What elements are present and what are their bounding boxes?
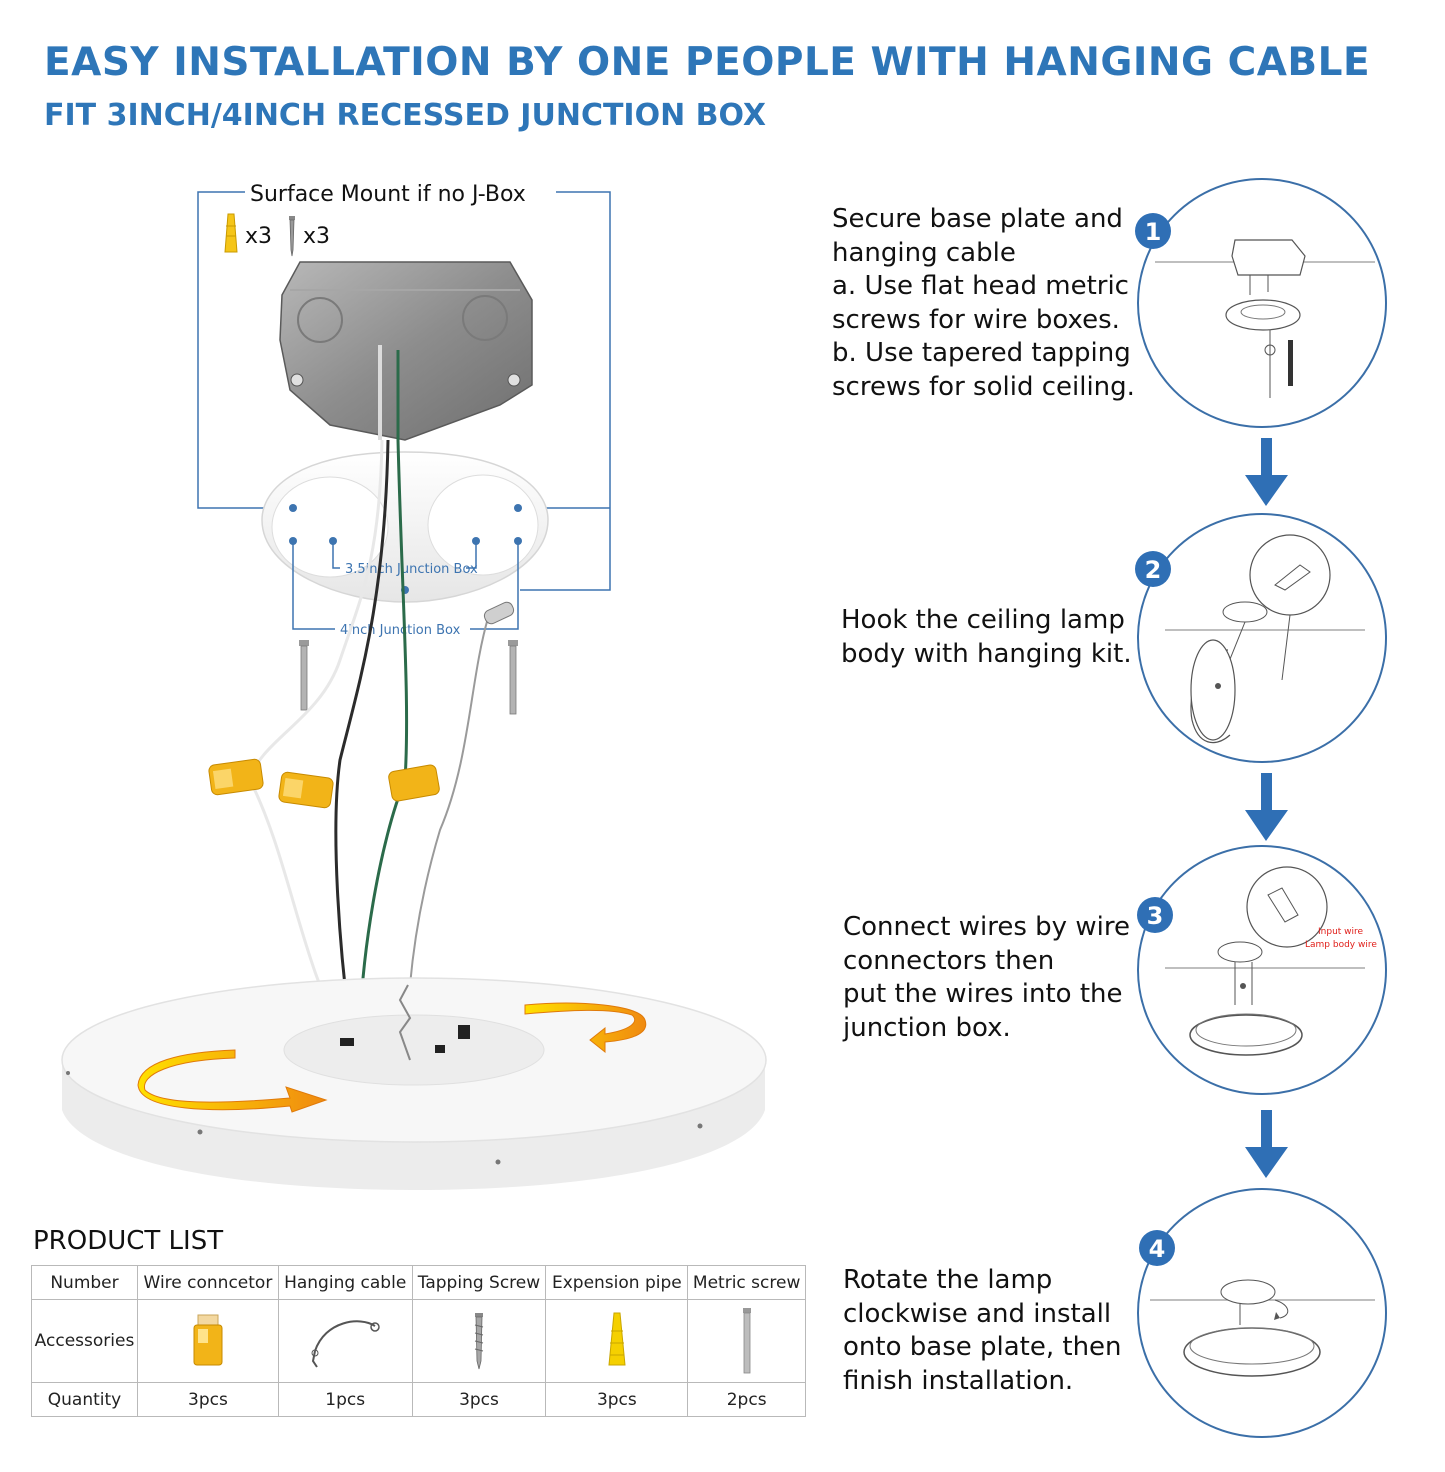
screw-count: x3 <box>303 224 330 249</box>
exploded-view: Surface Mount if no J-Box x3 x3 <box>61 182 767 1190</box>
base-plate <box>261 451 549 603</box>
item-quantity: 1pcs <box>277 1382 413 1417</box>
step-4-text: Rotate the lamp clockwise and install on… <box>843 1265 1122 1396</box>
step-1-text: Secure base plate and hanging cable a. U… <box>832 204 1135 402</box>
step-2-illustration <box>1137 513 1387 763</box>
step-2-badge: 2 <box>1135 551 1171 587</box>
hanging-cable <box>409 617 489 986</box>
item-quantity: 3pcs <box>137 1382 279 1417</box>
svg-text:4: 4 <box>1149 1235 1166 1263</box>
callout-lamp-wire: Lamp body wire <box>1305 940 1377 950</box>
surface-mount-label: Surface Mount if no J-Box <box>250 182 526 207</box>
item-name: Hanging cable <box>277 1265 413 1300</box>
metric-screw-left <box>299 640 309 711</box>
step-3-text: Connect wires by wire connectors then pu… <box>843 912 1130 1043</box>
anchor-count: x3 <box>245 224 272 249</box>
rotation-arrow-left <box>137 1049 328 1113</box>
page-subtitle: FIT 3INCH/4INCH RECESSED JUNCTION BOX <box>44 98 767 133</box>
step-4-badge: 4 <box>1139 1230 1175 1266</box>
step-1-illustration <box>1137 178 1387 428</box>
down-arrow-icon <box>1245 773 1288 841</box>
table-row: Quantity 3pcs 1pcs 3pcs 3pcs 2pcs <box>31 1382 806 1417</box>
hanging-cable-icon <box>277 1299 413 1383</box>
anchor-icon <box>224 213 238 253</box>
product-list-title: PRODUCT LIST <box>33 1226 224 1256</box>
metric-screw-right <box>508 640 518 715</box>
item-name: Expension pipe <box>545 1265 689 1300</box>
screw-icon <box>289 216 295 257</box>
item-name: Tapping Screw <box>411 1265 547 1300</box>
junction-35-label: 3.5inch Junction Box <box>345 562 478 577</box>
black-wire <box>334 439 390 1041</box>
white-wire <box>248 439 384 781</box>
row-label-quantity: Quantity <box>31 1382 138 1417</box>
svg-text:1: 1 <box>1145 218 1162 246</box>
row-label-number: Number <box>31 1265 138 1300</box>
surface-mount-bracket <box>197 191 268 509</box>
metric-screw-icon <box>687 1299 806 1383</box>
product-list-table: Number Wire conncetor Hanging cable Tapp… <box>31 1265 806 1417</box>
svg-text:3: 3 <box>1147 902 1164 930</box>
down-arrow-icon <box>1245 438 1288 506</box>
item-quantity: 2pcs <box>687 1382 806 1417</box>
down-arrow-icon <box>1245 1110 1288 1178</box>
expansion-anchor-icon <box>545 1299 689 1383</box>
lamp-body <box>61 977 767 1190</box>
rotation-arrow-right <box>524 1002 647 1054</box>
callout-input-wire: Input wire <box>1318 927 1364 937</box>
junction-4-label: 4inch Junction Box <box>340 623 461 638</box>
item-name: Metric screw <box>687 1265 806 1300</box>
svg-text:2: 2 <box>1145 556 1162 584</box>
step-2-text: Hook the ceiling lamp body with hanging … <box>841 605 1132 669</box>
item-quantity: 3pcs <box>411 1382 547 1417</box>
wire-connector-icon <box>137 1299 279 1383</box>
item-quantity: 3pcs <box>545 1382 689 1417</box>
step-3-badge: 3 <box>1137 897 1173 933</box>
junction-box <box>279 261 533 441</box>
step-4-illustration <box>1137 1188 1387 1438</box>
row-label-accessories: Accessories <box>31 1299 138 1383</box>
tapping-screw-icon <box>411 1299 547 1383</box>
table-row: Accessories <box>31 1299 806 1383</box>
wire-connector-3 <box>388 764 440 802</box>
wire-connector-2 <box>278 771 334 809</box>
page-title: EASY INSTALLATION BY ONE PEOPLE WITH HAN… <box>44 40 1371 85</box>
step-1-badge: 1 <box>1135 213 1171 249</box>
table-row: Number Wire conncetor Hanging cable Tapp… <box>31 1265 806 1300</box>
step-3-illustration: Input wire Lamp body wire <box>1137 845 1387 1095</box>
item-name: Wire conncetor <box>137 1265 279 1300</box>
wire-connector-1 <box>208 758 264 796</box>
